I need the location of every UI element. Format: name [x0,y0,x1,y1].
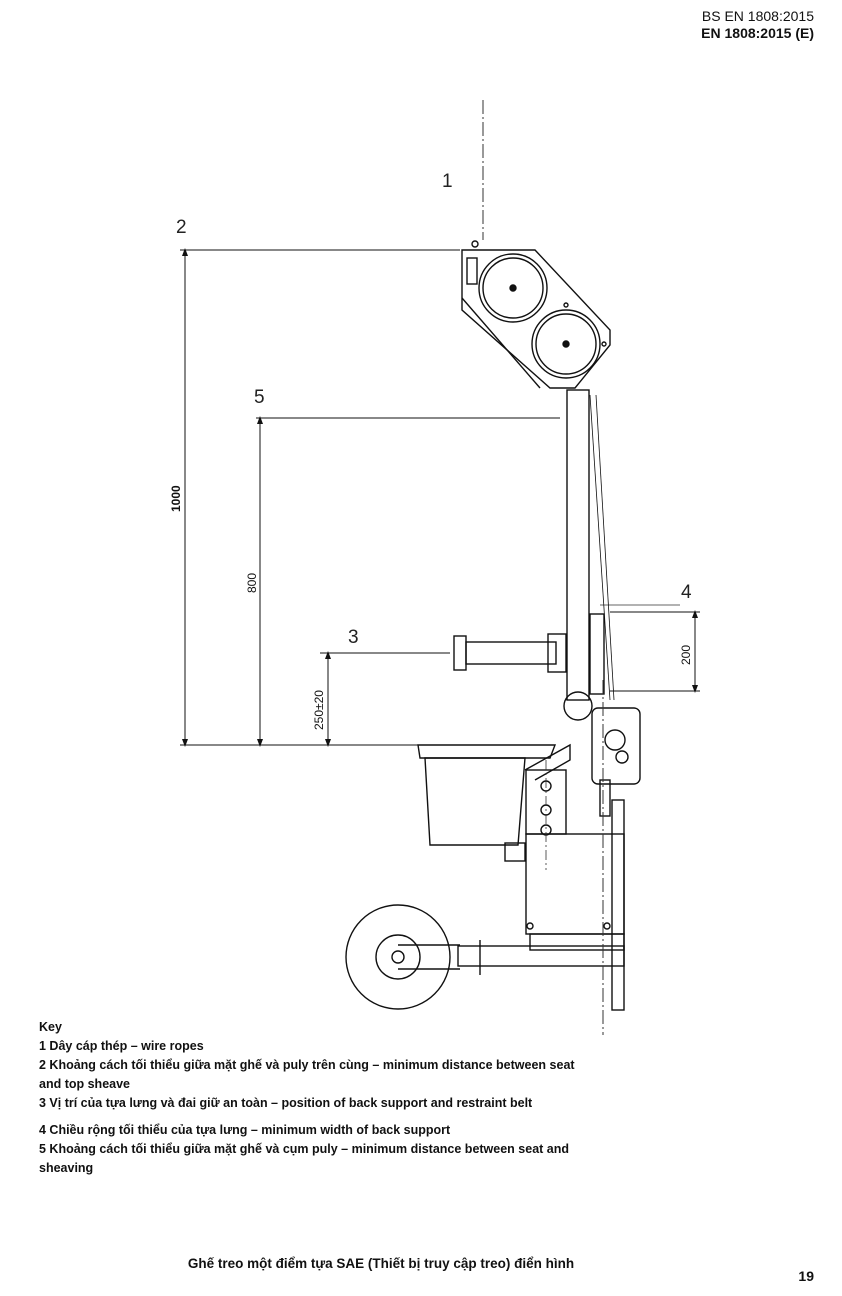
dimension-1000 [180,248,460,747]
technical-drawing: 1 2 5 3 4 1000 800 250±20 200 [169,100,700,1035]
mast [566,389,615,701]
sheave-housing [461,240,611,389]
standard-id-en: EN 1808:2015 (E) [701,25,814,41]
page-header: BS EN 1808:2015 EN 1808:2015 (E) [701,8,814,42]
key-item-2: 2 Khoảng cách tối thiểu giữa mặt ghế và … [39,1058,575,1091]
callout-3: 3 [348,627,359,648]
key-item-5: 5 Khoảng cách tối thiểu giữa mặt ghế và … [39,1142,570,1175]
seat [417,743,571,862]
lower-frame [457,769,625,1011]
page-number: 19 [798,1268,814,1284]
standard-id: BS EN 1808:2015 [701,8,814,24]
callout-5: 5 [254,387,265,408]
callout-4: 4 [681,582,692,603]
callout-2: 2 [176,217,187,238]
key-item-1: 1 Dây cáp thép – wire ropes [39,1039,204,1053]
dimension-1000-label: 1000 [169,485,183,512]
dimension-800 [256,416,560,747]
key-legend: Key 1 Dây cáp thép – wire ropes 2 Khoảng… [39,1018,599,1178]
winch-unit [563,691,641,817]
figure-caption-text: Ghế treo một điểm tựa SAE (Thiết bị truy… [187,1256,575,1271]
dimension-200 [610,610,700,693]
key-item-4: 4 Chiều rộng tối thiểu của tựa lưng – mi… [39,1123,451,1137]
dimension-800-label: 800 [245,573,259,593]
dimension-200-label: 200 [679,645,693,665]
back-support [453,613,605,695]
key-item-3: 3 Vị trí của tựa lưng và đai giữ an toàn… [39,1096,533,1110]
key-title: Key [39,1020,62,1034]
wheel [345,904,460,1010]
figure-caption: Ghế treo một điểm tựa SAE (Thiết bị truy… [0,1256,842,1271]
callout-1: 1 [442,171,453,192]
dimension-250-label: 250±20 [312,690,326,730]
dimension-250 [320,651,450,747]
